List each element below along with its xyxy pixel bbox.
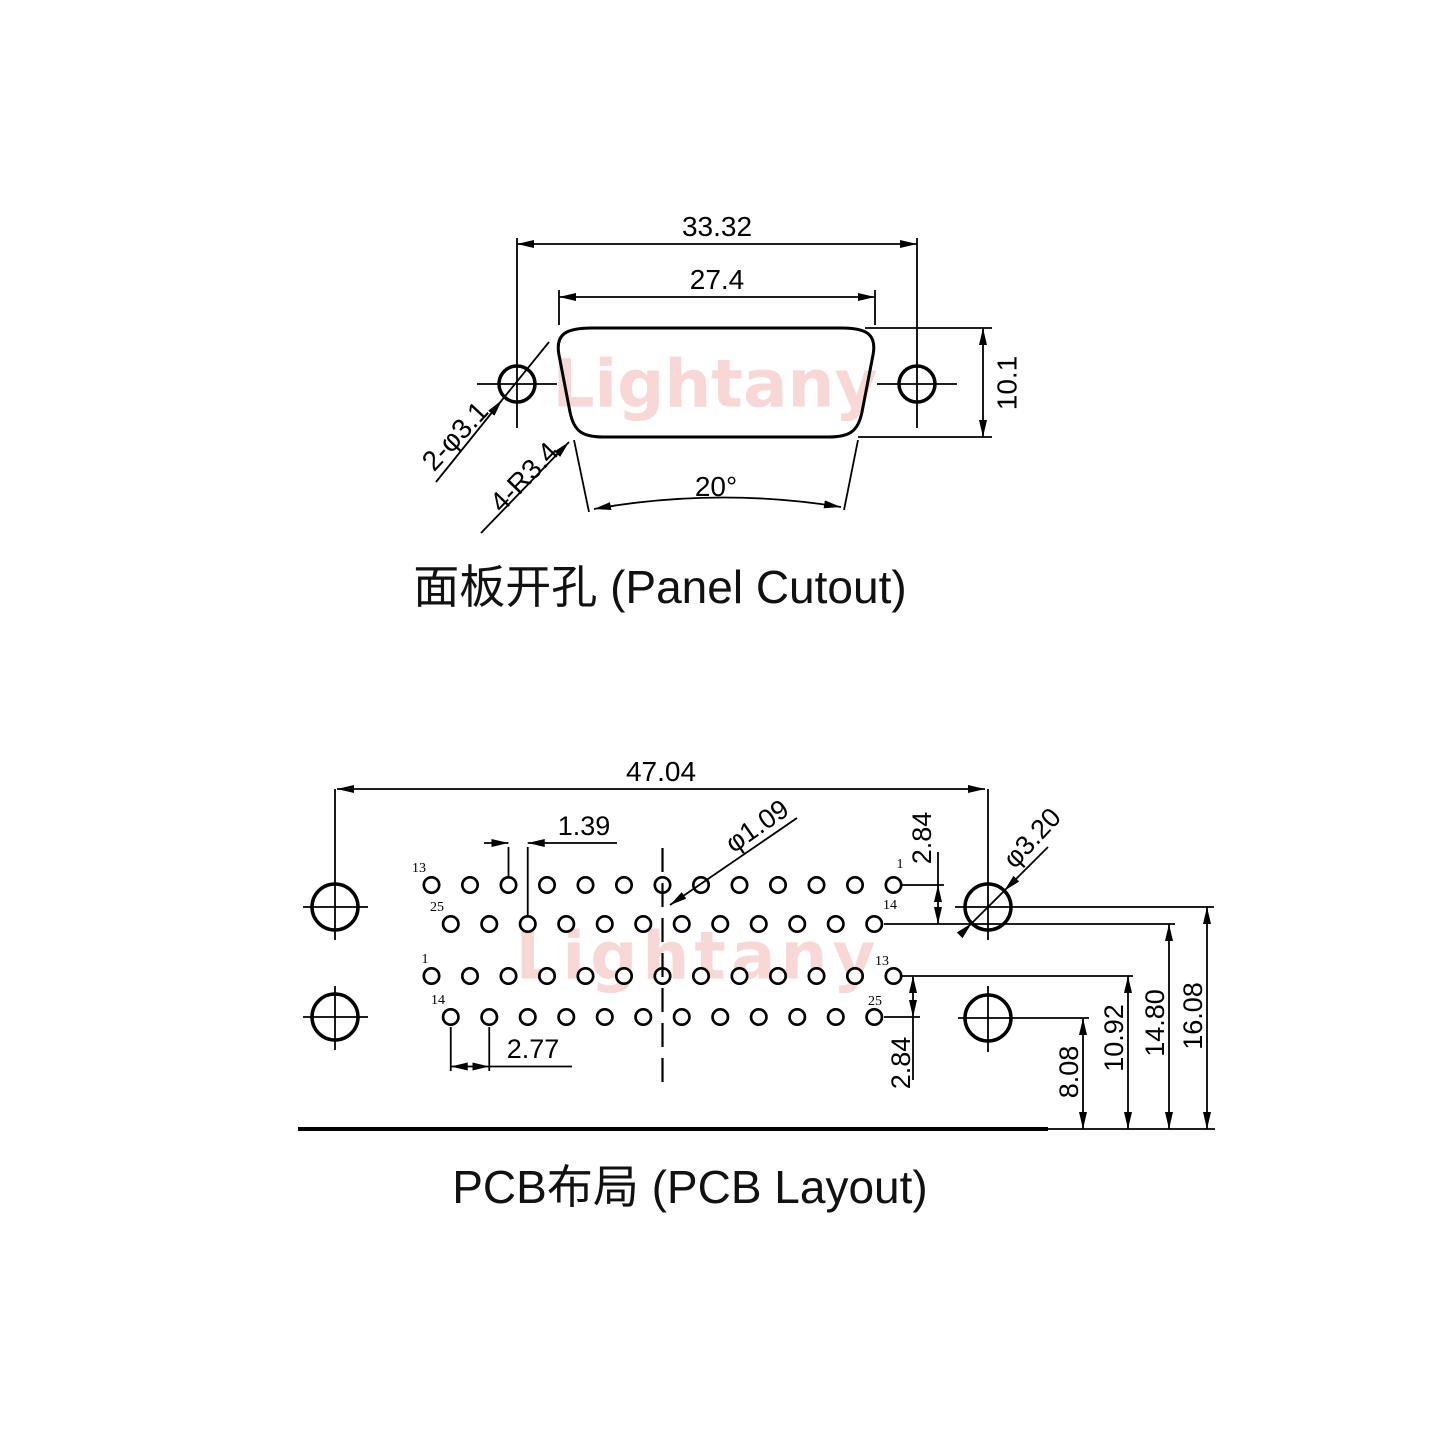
pin-hole: [480, 914, 499, 934]
pin-hole: [634, 914, 653, 934]
pin-hole: [826, 1007, 845, 1027]
pin-hole: [691, 966, 711, 986]
pin-hole: [788, 914, 807, 934]
pin-hole: [826, 914, 845, 934]
pin-hole: [730, 875, 749, 895]
pin-hole: [711, 1007, 730, 1027]
dim-mount-height-label: 8.08: [1054, 1046, 1084, 1099]
pcb-layout-view: Lightany 47.04 13 25 1 14 1 14 13 25: [298, 756, 1215, 1213]
dim-lower-row-spacing-label: 2.84: [886, 1037, 916, 1090]
dim-pin-pitch-label: 2.77: [507, 1034, 560, 1064]
pin-hole: [672, 1007, 691, 1027]
pin-hole: [460, 966, 480, 986]
pin-hole: [557, 1007, 576, 1027]
leader-mount-holes: [435, 399, 503, 483]
pin-hole: [557, 914, 576, 934]
pin-hole: [518, 914, 537, 934]
pin-hole: [730, 966, 749, 986]
dim-mount-holes-label: 2-φ3.1: [416, 395, 495, 476]
panel-cutout-view: Lightany 33.32 27.4 10.1 20° 2-φ3.1: [413, 211, 1022, 613]
pin-hole-array: [422, 875, 903, 1027]
pin-label: 14: [883, 898, 897, 913]
pin-hole: [480, 1007, 499, 1027]
pin-hole: [768, 966, 788, 986]
angle-arc: [593, 496, 842, 510]
pin-hole: [845, 966, 865, 986]
dim-angle-label: 20°: [695, 471, 737, 502]
dim-upper-row-spacing-label: 2.84: [907, 812, 937, 865]
pin-hole: [595, 914, 614, 934]
dim-cutout-width-label: 27.4: [690, 264, 745, 295]
pin-hole: [537, 966, 557, 986]
d-cutout-outline: [556, 326, 876, 439]
pin-hole: [865, 1007, 884, 1027]
pin-hole: [422, 966, 441, 986]
pin-hole: [441, 914, 460, 934]
pin-hole: [807, 966, 826, 986]
pin-hole: [518, 1007, 537, 1027]
pin-hole: [499, 966, 518, 986]
pin-label: 1: [897, 857, 904, 872]
angle-extension-left: [573, 439, 590, 513]
pin-hole: [441, 1007, 460, 1027]
pin-hole: [576, 875, 595, 895]
dim-overall-width-label: 47.04: [626, 756, 696, 787]
leader-pin-hole-dia: [669, 817, 798, 906]
angle-extension-right: [843, 439, 859, 511]
dim-cutout-height-label: 10.1: [992, 356, 1023, 411]
pin-hole: [884, 966, 903, 986]
pin-hole: [884, 875, 903, 895]
pin-hole: [711, 914, 730, 934]
pin-hole: [845, 875, 865, 895]
leader-corner-radius: [480, 441, 570, 534]
pin-label: 25: [430, 900, 444, 915]
pin-hole: [576, 966, 595, 986]
pin-hole: [614, 875, 634, 895]
pin-hole: [807, 875, 826, 895]
pcb-caption: PCB布局 (PCB Layout): [452, 1161, 927, 1213]
pin-hole: [499, 875, 518, 895]
pin-label: 13: [412, 861, 426, 876]
leader-mount-dia-out: [1003, 846, 1049, 892]
pin-hole: [768, 875, 788, 895]
pin-hole: [749, 1007, 768, 1027]
dim-row13-height-label: 10.92: [1099, 1004, 1129, 1072]
pin-hole: [788, 1007, 807, 1027]
pin-hole: [634, 1007, 653, 1027]
leader-mount-dia-chord: [971, 890, 1005, 924]
pin-label: 25: [868, 994, 882, 1009]
dim-mount-top-height-label: 16.08: [1178, 982, 1208, 1050]
watermark-panel: Lightany: [552, 346, 877, 423]
pin-hole: [595, 1007, 614, 1027]
dim-pin-hole-dia-label: φ1.09: [720, 794, 795, 859]
pin-label: 1: [422, 952, 429, 967]
dim-stagger-label: 1.39: [558, 811, 611, 841]
pin-hole: [537, 875, 557, 895]
pin-hole: [865, 914, 884, 934]
pin-label: 13: [875, 954, 889, 969]
dim-corner-radius-label: 4-R3.4: [484, 436, 565, 518]
leader-mount-holes-tail: [501, 341, 550, 401]
leader-mount-dia-in: [956, 922, 973, 939]
pin-hole: [749, 914, 768, 934]
dim-outer-width-label: 33.32: [682, 211, 752, 242]
pin-hole: [672, 914, 691, 934]
pin-label: 14: [431, 993, 445, 1008]
dim-row14-height-label: 14.80: [1140, 989, 1170, 1057]
pin-hole: [422, 875, 441, 895]
panel-caption: 面板开孔 (Panel Cutout): [413, 561, 906, 613]
pin-hole: [460, 875, 480, 895]
pin-hole: [614, 966, 634, 986]
